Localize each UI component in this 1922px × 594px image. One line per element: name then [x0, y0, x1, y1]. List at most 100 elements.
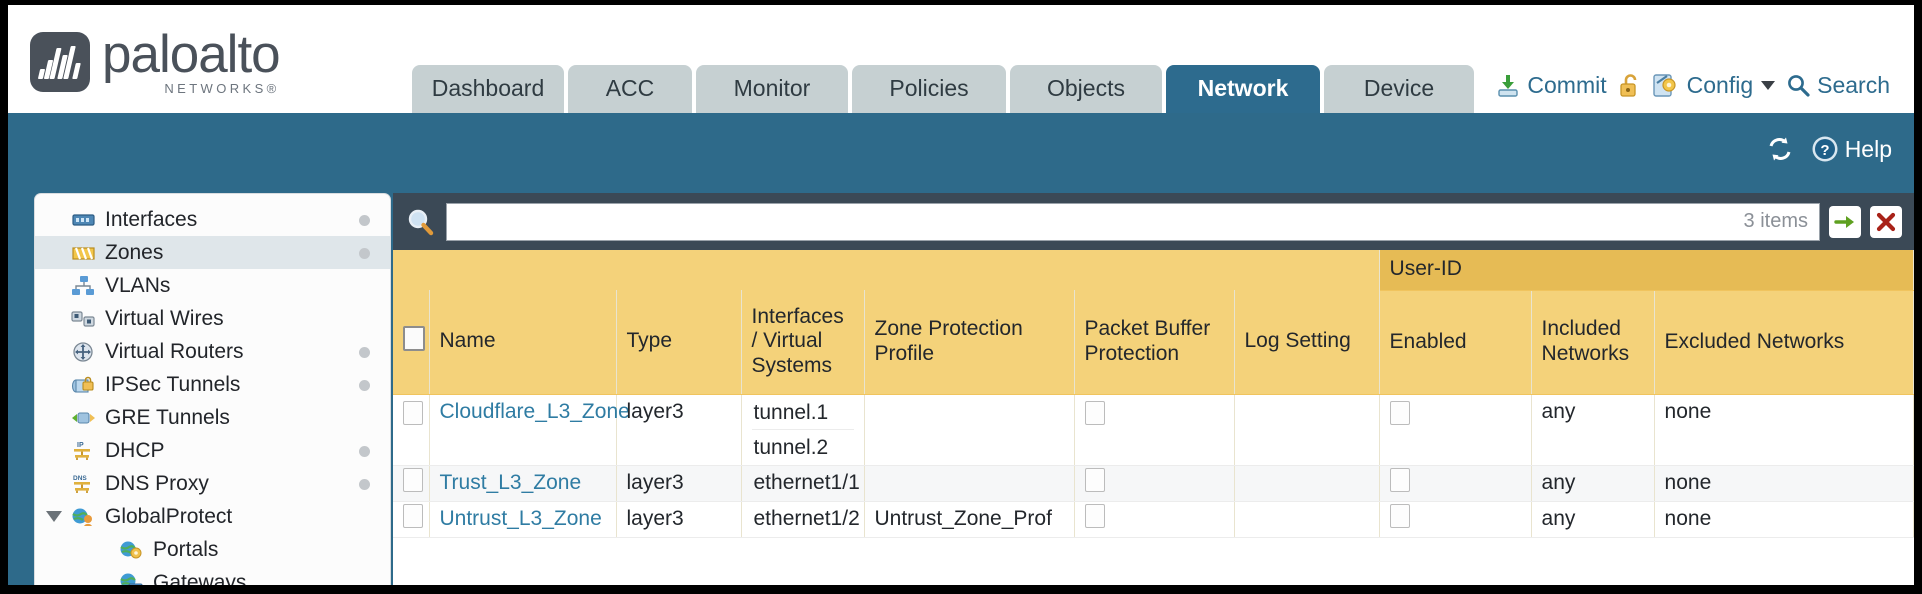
clear-filter-button[interactable] — [1870, 205, 1902, 238]
commit-label: Commit — [1527, 72, 1607, 98]
help-button[interactable]: ? Help — [1811, 135, 1892, 163]
zone-name-cell-text[interactable]: Trust_L3_Zone — [439, 471, 582, 494]
packet-buffer-checkbox[interactable] — [1084, 400, 1105, 425]
nav-tab-acc[interactable]: ACC — [568, 65, 692, 113]
col-header-log-setting[interactable]: Log Setting — [1234, 290, 1380, 395]
row-select-cell[interactable] — [393, 394, 430, 466]
nav-tab-objects[interactable]: Objects — [1010, 65, 1162, 113]
commit-button[interactable]: Commit — [1495, 72, 1607, 99]
svg-text:IP: IP — [77, 442, 84, 449]
zone-name-cell[interactable]: Cloudflare_L3_Zone — [429, 394, 630, 466]
user-id-group-header: User-ID — [1379, 250, 1914, 291]
col-header-excluded[interactable]: Excluded Networks — [1654, 290, 1914, 395]
sidebar-item-virtual-wires[interactable]: Virtual Wires — [35, 302, 390, 335]
red-x-icon — [1876, 212, 1896, 231]
chevron-down-icon — [1761, 81, 1776, 90]
row-checkbox[interactable] — [403, 400, 423, 425]
zone-name-cell-text[interactable]: Untrust_L3_Zone — [439, 507, 602, 530]
magnifier-icon[interactable] — [405, 207, 437, 237]
user-id-enabled-cell[interactable] — [1379, 394, 1532, 466]
sidebar-status-dot — [359, 215, 370, 226]
col-header-packet-buffer[interactable]: Packet Buffer Protection — [1074, 290, 1235, 395]
sidebar-item-zones[interactable]: Zones — [35, 236, 390, 269]
nav-tab-network[interactable]: Network — [1166, 65, 1320, 113]
sidebar-item-virtual-routers[interactable]: Virtual Routers — [35, 335, 390, 368]
nav-tab-policies[interactable]: Policies — [852, 65, 1006, 113]
col-header-enabled[interactable]: Enabled — [1379, 290, 1532, 395]
packet-buffer-protection-cell[interactable] — [1074, 394, 1235, 466]
sidebar-item-gateways[interactable]: Gateways — [35, 566, 390, 585]
user-id-enabled-cell[interactable] — [1379, 465, 1532, 502]
zone-interfaces-cell: ethernet1/1 — [741, 465, 865, 502]
user-id-enabled-cell[interactable] — [1379, 501, 1532, 538]
sidebar-item-ipsec-tunnels[interactable]: IPSec Tunnels — [35, 368, 390, 401]
user-id-enabled-checkbox[interactable] — [1389, 468, 1410, 492]
svg-text:?: ? — [1820, 142, 1829, 159]
packet-buffer-checkbox[interactable] — [1084, 468, 1105, 492]
zone-type-cell: layer3 — [616, 394, 742, 466]
sidebar-item-interfaces[interactable]: Interfaces — [35, 203, 390, 236]
lock-button[interactable] — [1618, 73, 1642, 99]
excluded-networks-cell: none — [1654, 501, 1914, 538]
zone-name-cell-text[interactable]: Cloudflare_L3_Zone — [439, 399, 630, 423]
sidebar-item-label: IPSec Tunnels — [105, 372, 241, 396]
config-label: Config — [1686, 72, 1754, 98]
nav-tab-monitor[interactable]: Monitor — [696, 65, 848, 113]
sub-header-band: ? Help — [8, 113, 1914, 193]
interface-item: tunnel.1 — [751, 395, 854, 430]
col-header-zone-protection[interactable]: Zone Protection Profile — [864, 290, 1075, 395]
zone-name-cell[interactable]: Untrust_L3_Zone — [429, 501, 617, 538]
interface-item: ethernet1/1 — [753, 471, 860, 494]
packet-buffer-protection-cell[interactable] — [1074, 501, 1235, 538]
sidebar-item-portals[interactable]: Portals — [35, 533, 390, 566]
sidebar-item-label: GRE Tunnels — [105, 405, 230, 429]
zone-type-cell: layer3 — [616, 465, 742, 502]
sidebar-item-vlans[interactable]: VLANs — [35, 269, 390, 302]
zone-protection-cell: Untrust_Zone_Prof — [864, 501, 1075, 538]
packet-buffer-checkbox[interactable] — [1084, 504, 1105, 528]
zone-name-cell[interactable]: Trust_L3_Zone — [429, 465, 617, 502]
col-header-included[interactable]: Included Networks — [1531, 290, 1655, 395]
row-checkbox[interactable] — [403, 468, 423, 492]
row-select-cell[interactable] — [393, 501, 430, 538]
zone-protection-cell — [864, 465, 1075, 502]
interface-item: tunnel.2 — [753, 435, 829, 459]
col-header-type[interactable]: Type — [616, 290, 742, 395]
log-setting-cell — [1234, 394, 1380, 466]
excluded-networks-cell: none — [1654, 465, 1914, 502]
config-menu[interactable]: Config — [1652, 72, 1776, 99]
col-header-interfaces[interactable]: Interfaces / Virtual Systems — [741, 290, 865, 395]
zones-table-head: User-ID Name Type Interfaces / Virtual S… — [393, 250, 1914, 395]
packet-buffer-protection-cell[interactable] — [1074, 465, 1235, 502]
nav-tab-dashboard[interactable]: Dashboard — [412, 65, 564, 113]
refresh-icon[interactable] — [1765, 135, 1795, 163]
sidebar-item-globalprotect[interactable]: GlobalProtect — [35, 500, 390, 533]
top-actions: Commit Config — [1495, 72, 1890, 99]
paloalto-logo: paloalto NETWORKS® — [30, 27, 281, 96]
filter-input[interactable]: 3 items — [446, 202, 1820, 241]
row-select-cell[interactable] — [393, 465, 430, 502]
excluded-networks-cell-text: none — [1664, 507, 1712, 530]
portals-icon — [119, 539, 144, 561]
col-header-name[interactable]: Name — [429, 290, 617, 395]
apply-filter-button[interactable] — [1829, 205, 1861, 238]
select-all-header[interactable] — [393, 290, 430, 395]
sidebar-item-label: Virtual Wires — [105, 306, 224, 330]
expander-triangle-icon[interactable] — [46, 511, 62, 522]
select-all-checkbox[interactable] — [403, 325, 425, 351]
dhcp-icon: IP — [71, 440, 96, 462]
user-id-enabled-checkbox[interactable] — [1389, 400, 1410, 425]
row-checkbox[interactable] — [403, 504, 423, 528]
user-id-enabled-checkbox[interactable] — [1389, 504, 1410, 528]
sidebar-item-gre-tunnels[interactable]: GRE Tunnels — [35, 401, 390, 434]
nav-tab-device[interactable]: Device — [1324, 65, 1474, 113]
search-button[interactable]: Search — [1786, 72, 1890, 99]
